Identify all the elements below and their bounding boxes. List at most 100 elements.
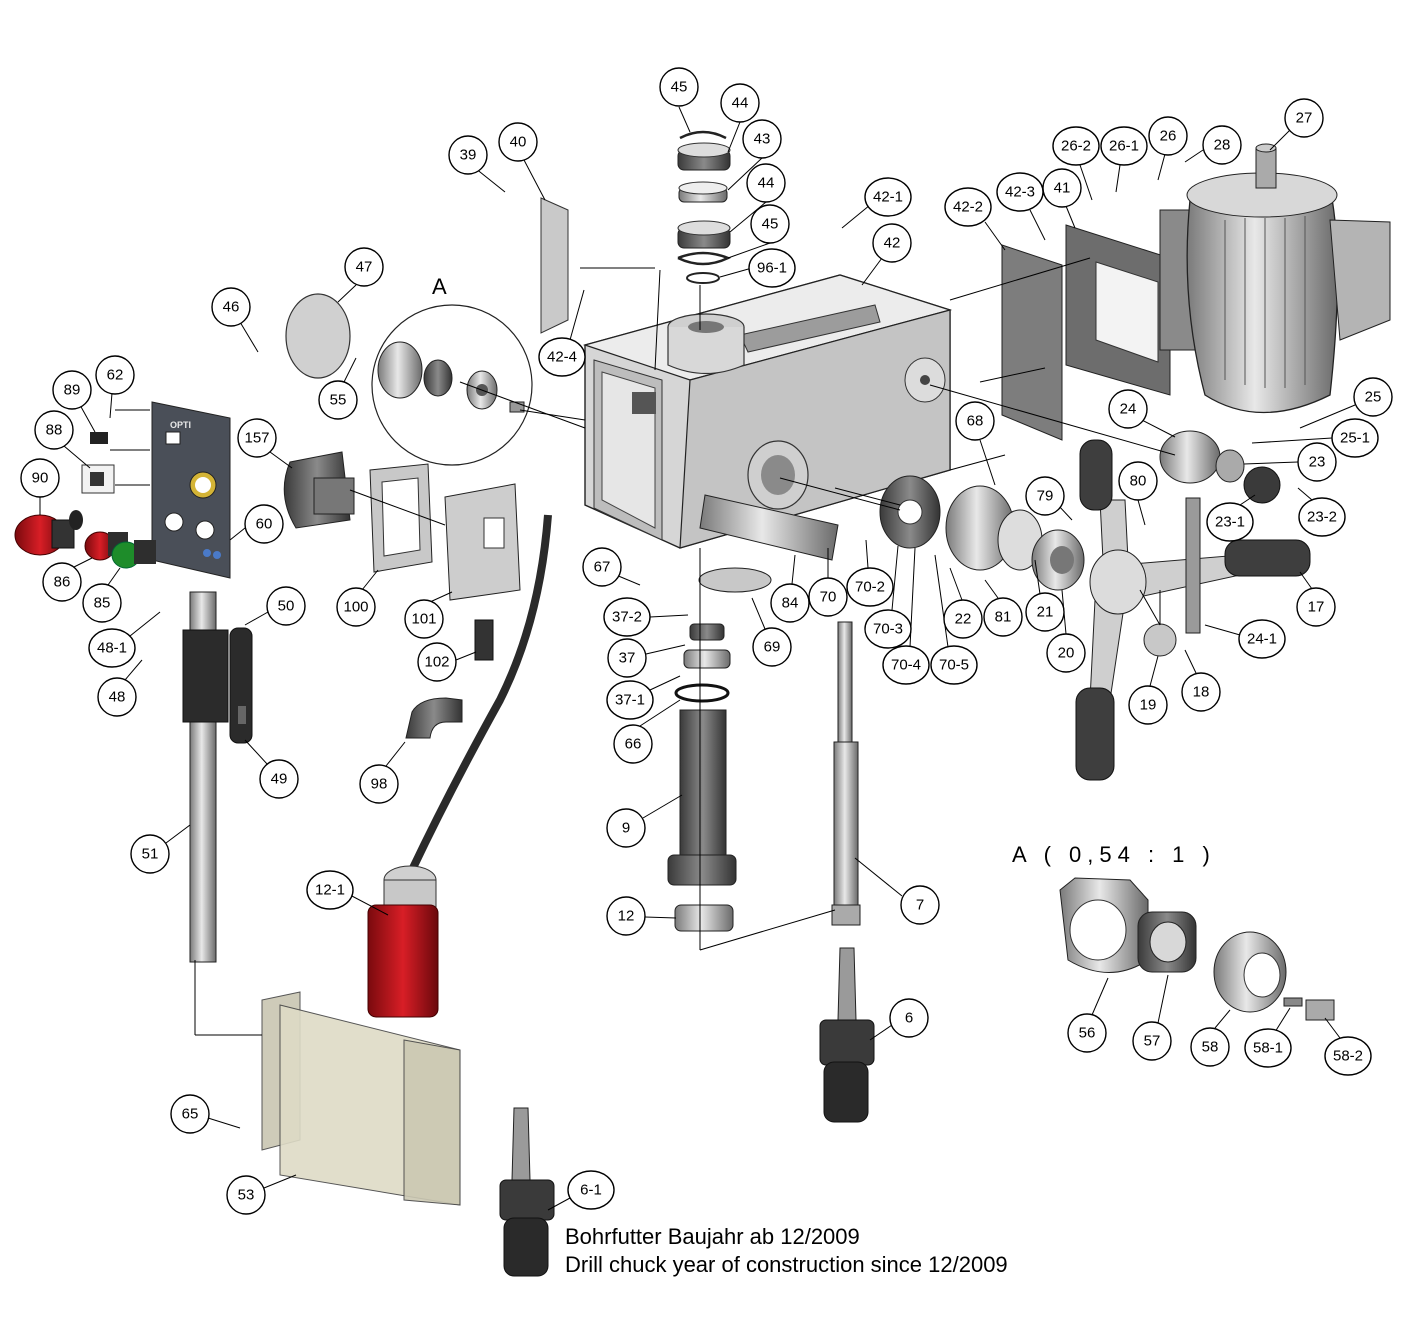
callout-49: 49 (244, 739, 299, 799)
callout-85: 85 (82, 567, 122, 623)
callout-46: 46 (211, 287, 259, 353)
callout-17: 17 (1296, 571, 1336, 627)
callout-41: 41 (1042, 168, 1082, 229)
callout-label: 58-2 (1333, 1048, 1363, 1065)
callout-102: 102 (417, 642, 477, 682)
callout-label: 6-1 (580, 1182, 602, 1199)
quill-assembly (667, 623, 737, 932)
cover-disc (285, 293, 351, 379)
callout-43: 43 (727, 119, 782, 191)
callout-81: 81 (983, 579, 1023, 637)
detail-a-circle (371, 304, 533, 466)
callout-label: 81 (995, 609, 1012, 626)
callout-68: 68 (955, 401, 996, 486)
callout-label: 42-1 (873, 189, 903, 206)
callout-70-4: 70-4 (882, 547, 930, 685)
callout-label: 12 (618, 908, 635, 925)
callout-label: 60 (256, 516, 273, 533)
callout-24: 24 (1108, 389, 1176, 438)
callout-23-1: 23-1 (1206, 494, 1256, 542)
callout-label: 57 (1144, 1033, 1161, 1050)
callout-label: 85 (94, 595, 111, 612)
control-panel: OPTI (151, 401, 231, 579)
callout-80: 80 (1118, 461, 1158, 526)
rail-column (182, 591, 253, 963)
callout-12-1: 12-1 (306, 870, 389, 916)
callout-label: 70-4 (891, 657, 921, 674)
callout-label: 68 (967, 413, 984, 430)
callout-label: 102 (424, 654, 449, 671)
callout-96-1: 96-1 (719, 248, 796, 288)
callout-label: 44 (732, 95, 749, 112)
callout-37-2: 37-2 (603, 597, 689, 637)
callout-label: 48 (109, 689, 126, 706)
detail-a-parts (1059, 877, 1335, 1021)
callout-label: 37 (619, 650, 636, 667)
callout-56: 56 (1067, 977, 1109, 1053)
callout-67: 67 (582, 547, 641, 587)
callout-label: 26-1 (1109, 138, 1139, 155)
callout-25: 25 (1299, 377, 1393, 429)
callout-6: 6 (869, 998, 929, 1041)
callout-label: 88 (46, 422, 63, 439)
callout-label: 55 (330, 392, 347, 409)
callout-42: 42 (861, 223, 912, 286)
drill-chuck (819, 947, 875, 1123)
callout-label: 19 (1140, 697, 1157, 714)
callout-label: 23-2 (1307, 509, 1337, 526)
callout-label: 49 (271, 771, 288, 788)
callout-58-1: 58-1 (1244, 1007, 1292, 1068)
leader-lines (110, 257, 1176, 1036)
callout-label: 90 (32, 470, 49, 487)
callout-22: 22 (943, 567, 983, 639)
electrical-enclosure (283, 451, 521, 661)
star-handle (1075, 439, 1311, 781)
callout-label: 69 (764, 639, 781, 656)
callout-label: 101 (411, 611, 436, 628)
callout-70-2: 70-2 (846, 539, 894, 607)
callout-label: 41 (1054, 180, 1071, 197)
bearing-stack (677, 130, 732, 284)
callout-label: 12-1 (315, 882, 345, 899)
callout-6-1: 6-1 (547, 1170, 615, 1211)
cee-plug (367, 865, 439, 1018)
motor (1001, 143, 1391, 441)
callout-18: 18 (1181, 649, 1221, 712)
callout-45b: 45 (727, 204, 790, 259)
callout-label: 70-5 (939, 657, 969, 674)
callout-28: 28 (1184, 125, 1242, 165)
callout-79: 79 (1025, 476, 1073, 521)
callout-55: 55 (318, 357, 358, 420)
callout-label: 43 (754, 131, 771, 148)
callout-label: 6 (905, 1010, 913, 1027)
callout-42-3: 42-3 (996, 172, 1046, 241)
callout-label: 22 (955, 611, 972, 628)
callout-label: 157 (244, 430, 269, 447)
callout-53: 53 (226, 1174, 297, 1215)
callout-label: 23-1 (1215, 514, 1245, 531)
callout-label: 42-2 (953, 199, 983, 216)
callout-label: 96-1 (757, 260, 787, 277)
callout-label: 26-2 (1061, 138, 1091, 155)
callout-9: 9 (606, 794, 683, 848)
callout-12: 12 (606, 896, 677, 936)
callout-88: 88 (34, 410, 91, 469)
callout-24-1: 24-1 (1204, 619, 1286, 659)
callout-label: 27 (1296, 110, 1313, 127)
callout-42-4: 42-4 (538, 289, 586, 377)
callout-label: 42 (884, 235, 901, 252)
callout-58-2: 58-2 (1324, 1017, 1372, 1076)
callout-98: 98 (359, 741, 406, 804)
detail-marker: A (432, 274, 447, 299)
callout-100: 100 (336, 569, 379, 627)
callout-50: 50 (244, 586, 306, 626)
callout-label: 70-2 (855, 579, 885, 596)
callout-label: 24-1 (1247, 631, 1277, 648)
callout-label: 45 (762, 216, 779, 233)
callout-84: 84 (770, 554, 810, 623)
cover-plate (540, 197, 569, 334)
callout-69: 69 (751, 597, 792, 667)
callout-label: 28 (1214, 137, 1231, 154)
callout-label: 18 (1193, 684, 1210, 701)
